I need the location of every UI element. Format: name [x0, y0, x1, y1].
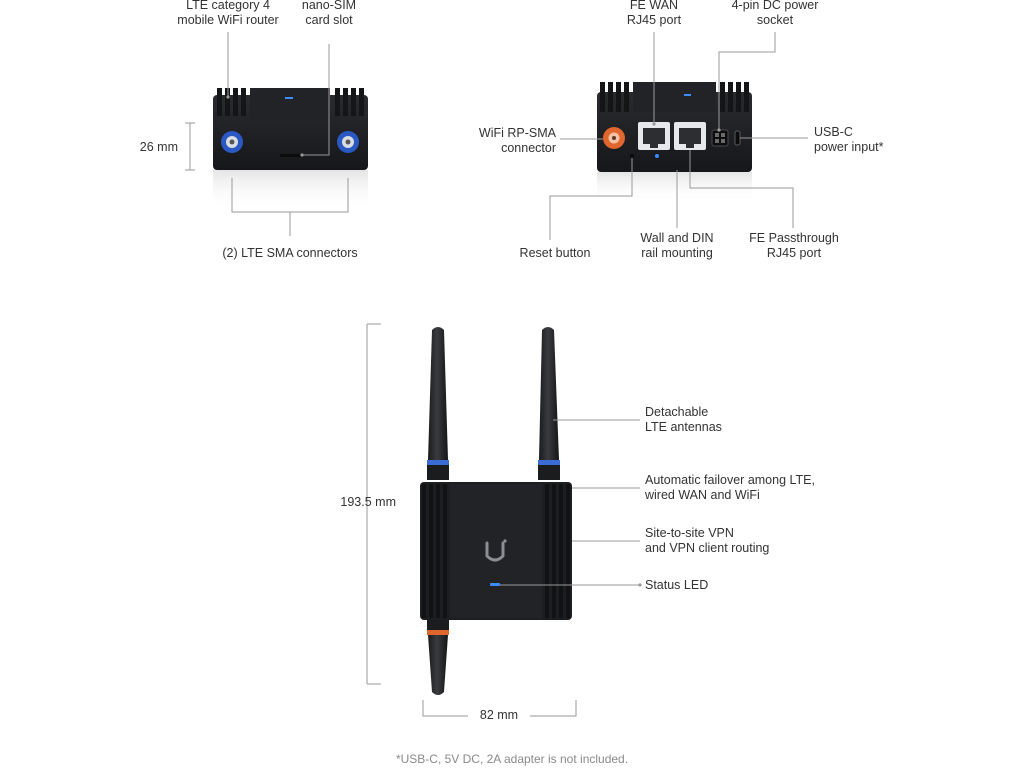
label-lte-router: LTE category 4 mobile WiFi router	[177, 0, 279, 27]
label-reset: Reset button	[519, 246, 591, 260]
label-wall-din: Wall and DIN rail mounting	[640, 231, 714, 260]
lte-sma-right	[337, 131, 359, 153]
usbc-port	[734, 130, 741, 146]
label-vpn: Site-to-site VPN and VPN client routing	[645, 526, 770, 555]
main-left-fins	[422, 484, 447, 618]
fe-passthrough-port	[674, 122, 706, 150]
label-usbc: USB-C power input*	[814, 125, 884, 154]
reset-hole	[630, 154, 634, 158]
label-wifi-rpsma: WiFi RP-SMA connector	[478, 126, 556, 155]
label-nano-sim: nano-SIM card slot	[301, 0, 357, 27]
main-right-fins	[545, 484, 570, 618]
front-left-fins	[217, 88, 246, 116]
rear-status-dot	[655, 154, 659, 158]
label-failover: Automatic failover among LTE, wired WAN …	[645, 473, 815, 502]
label-height-total: 193.5 mm	[340, 495, 396, 509]
label-fe-passthrough: FE Passthrough RJ45 port	[749, 231, 839, 260]
main-view-device	[420, 327, 572, 695]
leader-lines	[185, 32, 808, 717]
rear-view-device	[597, 82, 752, 202]
rear-left-fins	[600, 82, 629, 112]
front-right-fins	[335, 88, 364, 116]
wifi-rpsma-connector	[603, 127, 625, 149]
front-top-led	[285, 97, 293, 99]
label-lte-sma-connectors: (2) LTE SMA connectors	[222, 246, 358, 260]
label-dc-socket: 4-pin DC power socket	[731, 0, 819, 27]
label-height-small: 26 mm	[139, 140, 178, 154]
label-status-led: Status LED	[645, 578, 709, 592]
antenna-right-top	[538, 327, 560, 480]
rear-right-fins	[720, 82, 749, 112]
antenna-left-bottom	[427, 618, 449, 695]
label-width-total: 82 mm	[479, 708, 519, 722]
rear-top-led	[684, 94, 691, 96]
status-led	[490, 583, 500, 586]
fe-wan-port	[638, 122, 670, 150]
label-antennas: Detachable LTE antennas	[645, 405, 722, 434]
label-fe-wan: FE WAN RJ45 port	[626, 0, 682, 27]
front-view-device	[213, 88, 368, 210]
dc-power-socket	[711, 129, 729, 147]
footnote: *USB-C, 5V DC, 2A adapter is not include…	[395, 752, 629, 766]
sim-slot	[280, 154, 302, 157]
ui-logo-icon	[485, 541, 505, 562]
antenna-left-top	[427, 327, 449, 480]
lte-sma-left	[221, 131, 243, 153]
